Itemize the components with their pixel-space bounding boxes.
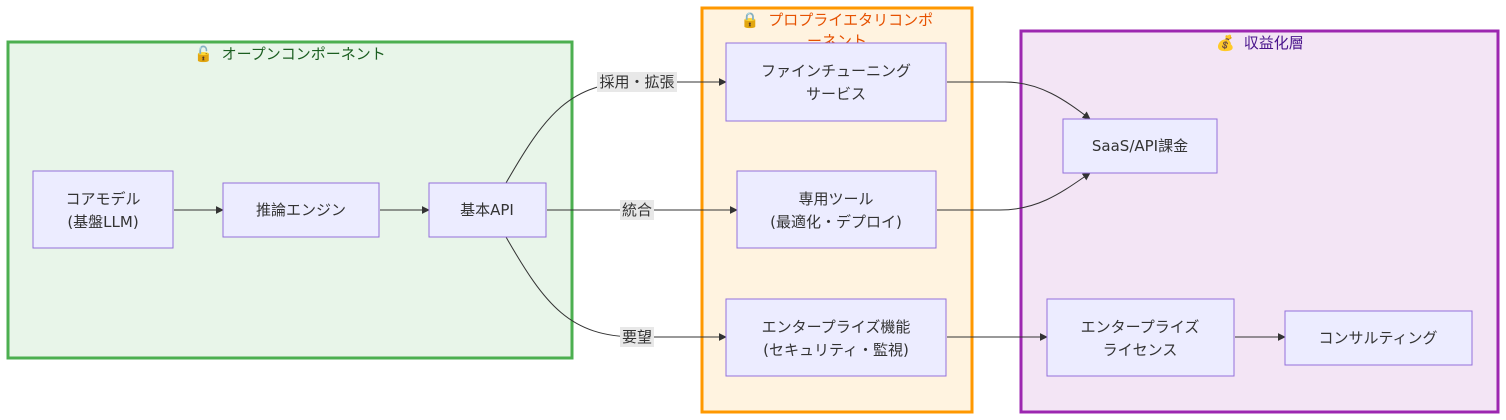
cluster-proprietary-title-line1: プロプライエタリコンポ [768, 11, 933, 29]
cluster-monetization-title: 💰 収益化層 [1216, 34, 1303, 52]
node-saas-api-billing[interactable]: SaaS/API課金 [1062, 118, 1218, 174]
node-basic-api-label: 基本API [460, 201, 514, 219]
node-enterprise-features-label-line1: エンタープライズ機能 [762, 318, 911, 336]
node-inference-engine[interactable]: 推論エンジン [222, 182, 380, 238]
edge-label-adopt-extend-bg [597, 72, 677, 92]
node-inference-engine-label: 推論エンジン [256, 201, 346, 219]
node-enterprise-license-label-line1: エンタープライズ [1081, 318, 1200, 336]
node-finetune-service[interactable]: ファインチューニング サービス [725, 42, 947, 122]
node-enterprise-features[interactable]: エンタープライズ機能 (セキュリティ・監視) [725, 298, 947, 377]
cluster-proprietary-title: 🔒 プロプライエタリコンポ [741, 11, 933, 29]
cluster-open-title: 🔓 オープンコンポーネント [194, 45, 386, 63]
edge-tools-to-saas [937, 172, 1091, 211]
node-finetune-service-label-line1: ファインチューニング [761, 62, 911, 80]
edge-label-integrate-bg [620, 200, 654, 220]
node-dedicated-tools-label-line2: (最適化・デプロイ) [770, 213, 902, 231]
node-inference-engine-box[interactable] [222, 182, 380, 238]
edge-label-request-text: 要望 [622, 328, 652, 346]
edge-finetune-to-saas [947, 81, 1091, 120]
node-core-model-label-line1: コアモデル [65, 190, 140, 208]
money-bag-icon: 💰 [1216, 34, 1235, 52]
node-enterprise-license[interactable]: エンタープライズ ライセンス [1046, 298, 1235, 377]
node-saas-api-billing-label: SaaS/API課金 [1092, 137, 1188, 155]
node-enterprise-license-label-line2: ライセンス [1103, 341, 1178, 359]
node-dedicated-tools-label-line1: 専用ツール [798, 190, 873, 208]
edge-label-request: 要望 [620, 327, 654, 347]
cluster-monetization-title-text: 収益化層 [1244, 34, 1304, 52]
edge-label-integrate: 統合 [620, 200, 654, 220]
node-consulting-box[interactable] [1284, 310, 1473, 366]
unlock-icon: 🔓 [194, 45, 213, 63]
cluster-open-title-text: オープンコンポーネント [222, 45, 386, 63]
node-saas-api-billing-box[interactable] [1062, 118, 1218, 174]
node-core-model-box[interactable] [32, 170, 174, 249]
edge-label-integrate-text: 統合 [622, 201, 652, 219]
node-basic-api-box[interactable] [428, 182, 547, 238]
edge-label-request-bg [620, 327, 654, 347]
node-dedicated-tools[interactable]: 専用ツール (最適化・デプロイ) [736, 170, 937, 249]
node-core-model-label-line2: (基盤LLM) [67, 213, 138, 231]
node-core-model[interactable]: コアモデル (基盤LLM) [32, 170, 174, 249]
node-consulting-label: コンサルティング [1318, 329, 1437, 347]
node-enterprise-features-label-line2: (セキュリティ・監視) [763, 341, 909, 359]
node-enterprise-features-box[interactable] [725, 298, 947, 377]
node-finetune-service-label-line2: サービス [806, 85, 866, 103]
lock-icon: 🔒 [741, 11, 760, 29]
node-consulting[interactable]: コンサルティング [1284, 310, 1473, 366]
node-enterprise-license-box[interactable] [1046, 298, 1235, 377]
edge-label-adopt-extend: 採用・拡張 [597, 72, 677, 92]
node-dedicated-tools-box[interactable] [736, 170, 937, 249]
edge-label-adopt-extend-text: 採用・拡張 [599, 73, 674, 91]
node-finetune-service-box[interactable] [725, 42, 947, 122]
node-basic-api[interactable]: 基本API [428, 182, 547, 238]
